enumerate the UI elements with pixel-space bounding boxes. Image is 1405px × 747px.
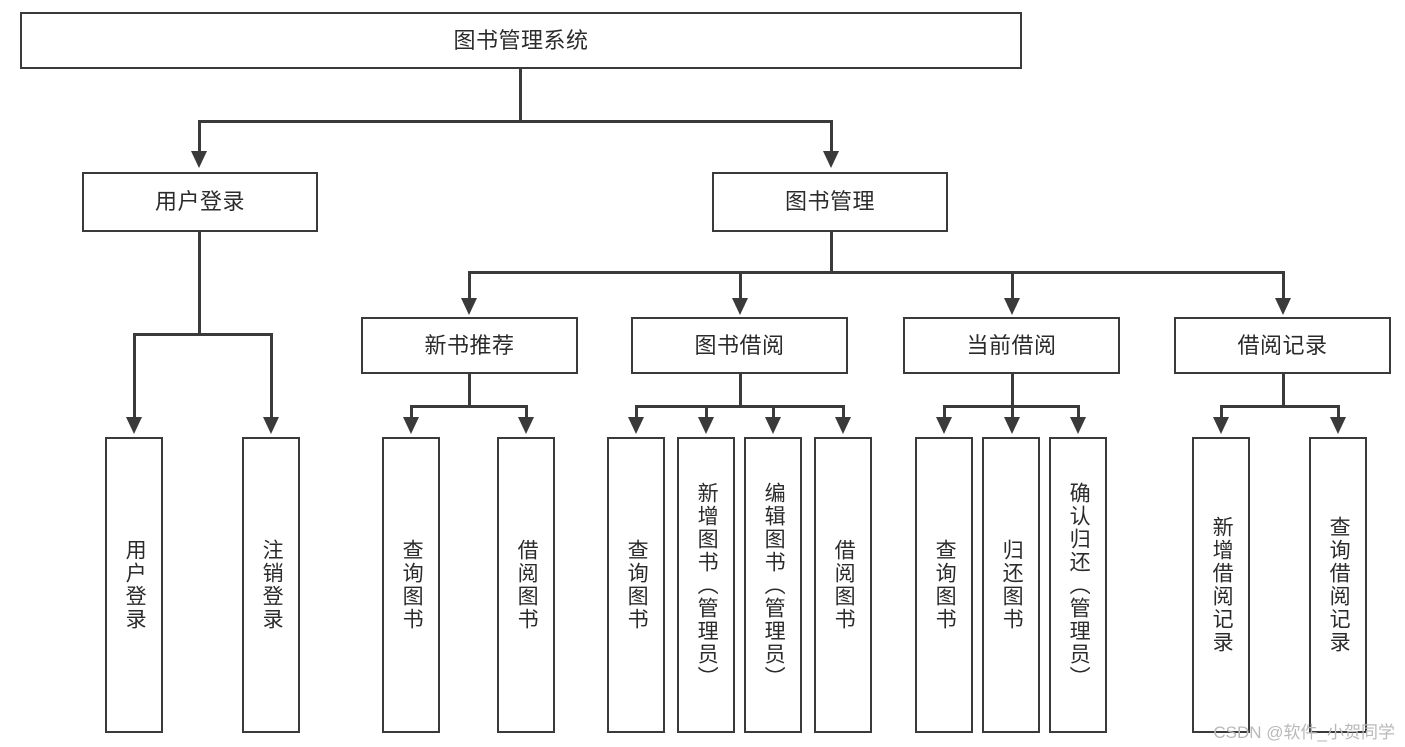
arrowhead-current-borrow-to-leaf-1 <box>936 417 952 434</box>
node-user-login-label: 用户登录 <box>154 189 245 215</box>
node-leaf-query-book-3-label: 查询图书 <box>933 539 957 631</box>
connector-borrow-record-bus <box>1220 405 1339 408</box>
node-book-borrow[interactable]: 图书借阅 <box>631 317 848 374</box>
node-leaf-confirm-return-label: 确认归还（管理员） <box>1067 481 1091 689</box>
node-leaf-add-record-label: 新增借阅记录 <box>1210 516 1234 654</box>
node-book-manage-label: 图书管理 <box>784 189 875 215</box>
connector-borrow-record-to-leaf-1 <box>1220 405 1223 419</box>
node-leaf-logout[interactable]: 注销登录 <box>242 437 300 733</box>
connector-book-borrow-to-leaf-4 <box>842 405 845 419</box>
connector-borrow-record-stem <box>1282 374 1285 407</box>
arrowhead-borrow-record-to-leaf-1 <box>1213 417 1229 434</box>
node-leaf-return-book[interactable]: 归还图书 <box>982 437 1040 733</box>
node-leaf-query-book-1[interactable]: 查询图书 <box>382 437 440 733</box>
arrowhead-book-borrow-to-leaf-1 <box>628 417 644 434</box>
node-root[interactable]: 图书管理系统 <box>20 12 1022 69</box>
node-leaf-borrow-book-1-label: 借阅图书 <box>515 539 539 631</box>
arrowhead-root-to-user-login <box>191 151 207 168</box>
node-leaf-borrow-book-2[interactable]: 借阅图书 <box>814 437 872 733</box>
connector-borrow-record-to-leaf-2 <box>1337 405 1340 419</box>
connector-user-login-to-leaf-1 <box>133 333 136 419</box>
node-book-manage[interactable]: 图书管理 <box>712 172 948 232</box>
node-root-label: 图书管理系统 <box>453 27 589 53</box>
node-leaf-return-book-label: 归还图书 <box>1000 539 1024 631</box>
connector-book-manage-bus <box>468 271 1282 274</box>
arrowhead-book-manage-to-current-borrow <box>1004 298 1020 315</box>
node-leaf-user-login[interactable]: 用户登录 <box>105 437 163 733</box>
arrowhead-book-manage-to-book-borrow <box>732 298 748 315</box>
arrowhead-book-borrow-to-leaf-2 <box>698 417 714 434</box>
arrowhead-current-borrow-to-leaf-3 <box>1070 417 1086 434</box>
connector-user-login-to-leaf-2 <box>270 333 273 419</box>
node-leaf-query-book-1-label: 查询图书 <box>400 539 424 631</box>
connector-book-borrow-bus <box>635 405 844 408</box>
arrowhead-book-manage-to-new-book-rec <box>461 298 477 315</box>
arrowhead-user-login-to-leaf-2 <box>263 417 279 434</box>
connector-book-borrow-to-leaf-2 <box>705 405 708 419</box>
arrowhead-borrow-record-to-leaf-2 <box>1330 417 1346 434</box>
connector-current-borrow-to-leaf-3 <box>1077 405 1080 419</box>
node-leaf-query-book-3[interactable]: 查询图书 <box>915 437 973 733</box>
node-book-borrow-label: 图书借阅 <box>694 332 785 358</box>
connector-user-login-bus <box>133 333 270 336</box>
arrowhead-root-to-book-manage <box>823 151 839 168</box>
connector-root-stem <box>519 69 522 121</box>
node-leaf-confirm-return[interactable]: 确认归还（管理员） <box>1049 437 1107 733</box>
node-leaf-query-record-label: 查询借阅记录 <box>1327 516 1351 654</box>
connector-new-book-rec-to-leaf-1 <box>410 405 413 419</box>
connector-current-borrow-to-leaf-2 <box>1011 405 1014 419</box>
connector-root-to-user-login <box>198 120 201 153</box>
connector-book-borrow-to-leaf-1 <box>635 405 638 419</box>
arrowhead-book-borrow-to-leaf-4 <box>835 417 851 434</box>
connector-book-manage-to-borrow-record <box>1282 271 1285 300</box>
node-leaf-borrow-book-2-label: 借阅图书 <box>832 539 856 631</box>
arrowhead-book-manage-to-borrow-record <box>1275 298 1291 315</box>
node-leaf-edit-book[interactable]: 编辑图书（管理员） <box>744 437 802 733</box>
node-current-borrow-label: 当前借阅 <box>966 332 1057 358</box>
node-new-book-rec[interactable]: 新书推荐 <box>361 317 578 374</box>
connector-root-to-book-manage <box>830 120 833 153</box>
connector-current-borrow-stem <box>1011 374 1014 407</box>
node-user-login[interactable]: 用户登录 <box>82 172 318 232</box>
connector-book-manage-to-new-book-rec <box>468 271 471 300</box>
connector-new-book-rec-bus <box>410 405 527 408</box>
connector-book-borrow-to-leaf-3 <box>772 405 775 419</box>
node-leaf-query-book-2[interactable]: 查询图书 <box>607 437 665 733</box>
node-new-book-rec-label: 新书推荐 <box>424 332 515 358</box>
connector-new-book-rec-to-leaf-2 <box>525 405 528 419</box>
node-leaf-borrow-book-1[interactable]: 借阅图书 <box>497 437 555 733</box>
arrowhead-current-borrow-to-leaf-2 <box>1004 417 1020 434</box>
connector-book-manage-to-book-borrow <box>739 271 742 300</box>
connector-book-manage-to-current-borrow <box>1011 271 1014 300</box>
connector-root-bus <box>198 120 832 123</box>
node-current-borrow[interactable]: 当前借阅 <box>903 317 1120 374</box>
node-leaf-query-record[interactable]: 查询借阅记录 <box>1309 437 1367 733</box>
node-leaf-add-book[interactable]: 新增图书（管理员） <box>677 437 735 733</box>
node-leaf-edit-book-label: 编辑图书（管理员） <box>762 481 786 689</box>
node-leaf-query-book-2-label: 查询图书 <box>625 539 649 631</box>
node-leaf-add-record[interactable]: 新增借阅记录 <box>1192 437 1250 733</box>
node-borrow-record-label: 借阅记录 <box>1237 332 1328 358</box>
arrowhead-new-book-rec-to-leaf-1 <box>403 417 419 434</box>
connector-book-borrow-stem <box>739 374 742 407</box>
connector-current-borrow-to-leaf-1 <box>943 405 946 419</box>
arrowhead-new-book-rec-to-leaf-2 <box>518 417 534 434</box>
node-leaf-logout-label: 注销登录 <box>260 539 284 631</box>
node-borrow-record[interactable]: 借阅记录 <box>1174 317 1391 374</box>
node-leaf-user-login-label: 用户登录 <box>123 539 147 631</box>
connector-user-login-stem <box>198 232 201 334</box>
connector-new-book-rec-stem <box>468 374 471 407</box>
node-leaf-add-book-label: 新增图书（管理员） <box>695 481 719 689</box>
connector-book-manage-stem <box>830 232 833 273</box>
arrowhead-user-login-to-leaf-1 <box>126 417 142 434</box>
arrowhead-book-borrow-to-leaf-3 <box>765 417 781 434</box>
